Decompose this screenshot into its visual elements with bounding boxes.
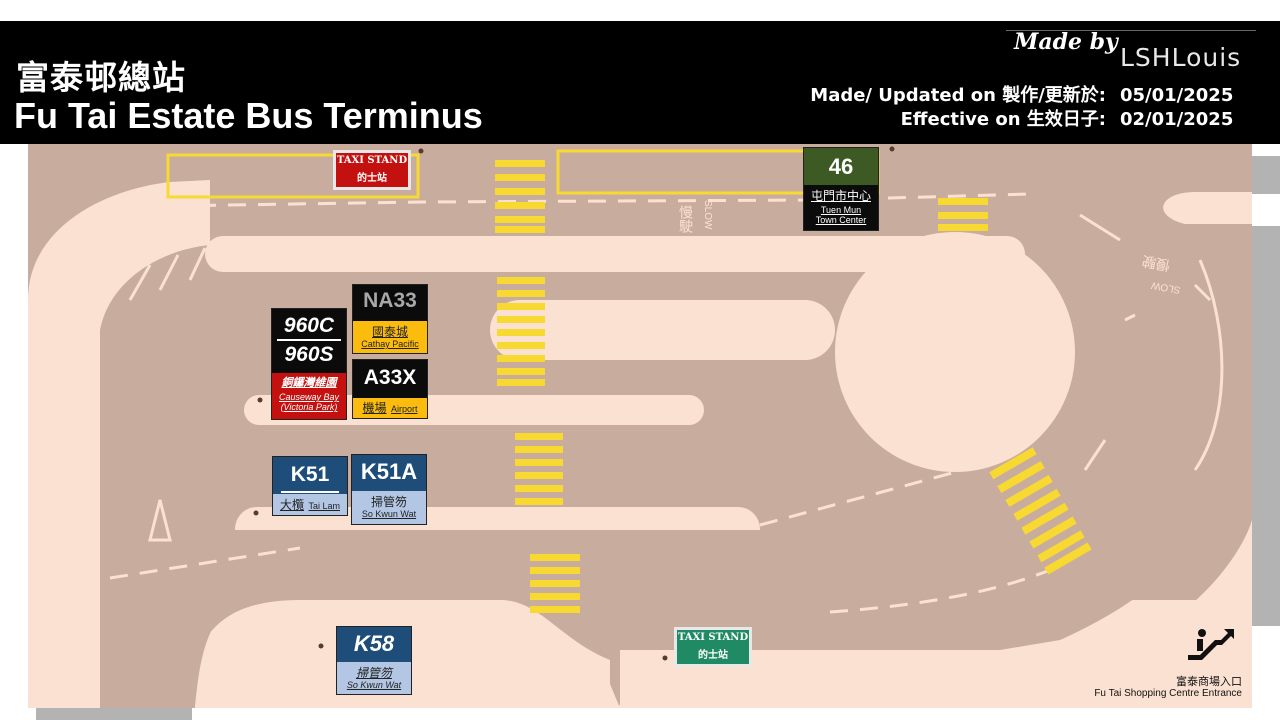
route-number-k51: K51 <box>281 459 339 493</box>
route-sign-46[interactable]: 46 屯門市中心 Tuen Mun Town Center <box>803 147 879 231</box>
terminus-title-zh: 富泰邨總站 <box>16 58 186 97</box>
taxi-stand-top: TAXI STAND 的士站 <box>333 150 411 190</box>
route-number-a33x: A33X <box>363 366 417 389</box>
route-dest-na33-en: Cathay Pacific <box>361 339 419 349</box>
taxi-stand-top-en: TAXI STAND <box>336 155 408 166</box>
terminus-title-en: Fu Tai Estate Bus Terminus <box>14 95 483 136</box>
route-dest-a33x: 機場 Airport <box>353 398 427 418</box>
route-dest-k51a: 掃管笏 So Kwun Wat <box>352 491 426 524</box>
route-number-k58: K58 <box>353 631 395 656</box>
effective-row: Effective on 生效日子: 02/01/2025 <box>900 105 1234 131</box>
route-dest-46: 屯門市中心 Tuen Mun Town Center <box>804 187 878 225</box>
lane-markings <box>109 192 1051 614</box>
route-number-960c: 960C <box>277 313 341 341</box>
grey-edge-right-mid <box>1252 226 1280 626</box>
grey-edge-bottom <box>36 708 192 720</box>
stop-poles <box>253 146 895 661</box>
route-number-46: 46 <box>828 154 854 179</box>
title-bar: 富泰邨總站 Fu Tai Estate Bus Terminus Made by… <box>0 21 1280 144</box>
route-sign-na33[interactable]: NA33 國泰城 Cathay Pacific <box>352 284 428 354</box>
route-dest-k51-zh: 大欖 <box>280 498 305 512</box>
route-dest-k58: 掃管笏 So Kwun Wat <box>337 662 411 694</box>
slow-marking-zh-2: 慢駛 <box>1141 252 1172 274</box>
taxi-stand-top-zh: 的士站 <box>357 173 387 184</box>
crossing-diagonal <box>989 447 1092 575</box>
author-name: LSHLouis <box>1120 43 1242 72</box>
crossings <box>495 160 988 613</box>
slow-marking-en: SLOW <box>702 200 713 230</box>
route-dest-46-en-2: Town Center <box>815 215 867 225</box>
route-sign-a33x[interactable]: A33X 機場 Airport <box>352 359 428 419</box>
route-number-46-bg: 46 <box>804 148 878 185</box>
taxi-stand-bottom: TAXI STAND 的士站 <box>674 627 752 667</box>
mall-entrance-zh: 富泰商場入口 <box>1176 675 1242 688</box>
updated-label: Made/ Updated on 製作/更新於: <box>810 85 1106 106</box>
hatch-markings <box>93 213 1224 542</box>
taxi-bay-box <box>166 153 420 199</box>
route-dest-k51: 大欖 Tai Lam <box>273 494 347 515</box>
route-number-na33: NA33 <box>363 289 417 312</box>
route-sign-960[interactable]: 960C 960S 銅鑼灣維園 Causeway Bay (Victoria P… <box>271 308 347 420</box>
taxi-stand-bottom-zh: 的士站 <box>698 650 728 661</box>
route-dest-960-en-1: Causeway Bay <box>278 392 340 402</box>
route-number-960s: 960S <box>284 343 334 366</box>
updated-value: 05/01/2025 <box>1120 85 1234 106</box>
route-dest-k51a-en: So Kwun Wat <box>361 509 417 519</box>
mall-entrance-en: Fu Tai Shopping Centre Entrance <box>1094 688 1242 699</box>
route-dest-na33-zh: 國泰城 <box>371 325 408 339</box>
effective-label: Effective on 生效日子: <box>900 109 1106 130</box>
effective-value: 02/01/2025 <box>1120 109 1234 130</box>
credit-rule <box>1006 30 1256 31</box>
route-dest-960: 銅鑼灣維園 Causeway Bay (Victoria Park) <box>272 373 346 419</box>
route-sign-k58[interactable]: K58 掃管笏 So Kwun Wat <box>336 626 412 695</box>
route-dest-a33x-en: Airport <box>390 404 418 414</box>
route-dest-a33x-zh: 機場 <box>362 401 387 415</box>
route-dest-k58-en: So Kwun Wat <box>346 680 402 690</box>
slow-marking-en-2: SLOW <box>1150 279 1181 295</box>
route-sign-k51a[interactable]: K51A 掃管笏 So Kwun Wat <box>351 454 427 525</box>
bottom-road <box>100 250 1245 660</box>
taxi-stand-bottom-en: TAXI STAND <box>677 632 749 643</box>
route-dest-46-zh: 屯門市中心 <box>810 189 871 203</box>
grey-edge-right-top <box>1252 156 1280 194</box>
route-dest-960-zh: 銅鑼灣維園 <box>281 376 337 389</box>
route-dest-na33: 國泰城 Cathay Pacific <box>353 321 427 353</box>
made-by-label: Made by <box>1014 29 1118 55</box>
route-dest-960-en-2: (Victoria Park) <box>280 402 338 412</box>
route-dest-k58-zh: 掃管笏 <box>355 666 392 680</box>
route-dest-k51a-zh: 掃管笏 <box>370 495 407 509</box>
route-number-k51a: K51A <box>360 459 418 484</box>
route-dest-k51-en: Tai Lam <box>308 501 340 511</box>
escalator-icon <box>1188 629 1234 660</box>
slow-marking-zh: 慢駛 <box>677 204 693 233</box>
route-sign-k51[interactable]: K51 大欖 Tai Lam <box>272 456 348 516</box>
route-dest-46-en-1: Tuen Mun <box>820 205 862 215</box>
updated-row: Made/ Updated on 製作/更新於: 05/01/2025 <box>810 81 1234 107</box>
